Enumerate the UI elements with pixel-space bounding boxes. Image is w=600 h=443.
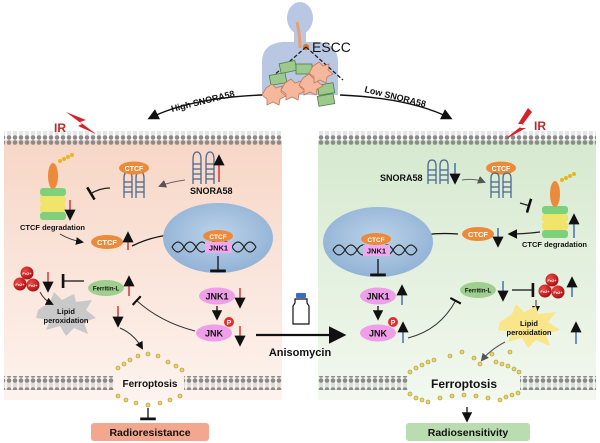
- zoom-line-right: [305, 46, 344, 81]
- lipid-right-label-2: peroxidation: [506, 328, 551, 337]
- pjnk-right: [360, 324, 396, 342]
- radioresistance-box: [91, 423, 209, 441]
- lipid-to-ferroptosis-arrow-left: [119, 327, 143, 350]
- ctcf-nuclear-left: [203, 230, 233, 242]
- ctcf-nuclear-right-label: CTCF: [367, 237, 384, 244]
- right-bottom-membrane-a: [318, 376, 408, 390]
- ctcf-degradation-right-label: CTCF degradation: [522, 240, 587, 249]
- fe-ions-left-icon: [13, 266, 40, 292]
- ctcf-bound-right: [486, 161, 516, 175]
- fe-left-label-1: Fe2+: [22, 271, 32, 276]
- snora58-hairpin-right-icon: [427, 159, 449, 184]
- lipid-peroxidation-right-burst: [498, 304, 560, 348]
- ferritin-l-left-label: Ferritin-L: [93, 287, 120, 293]
- phospho-right-label: P: [391, 320, 396, 327]
- snora58-right-label: SNORA58: [380, 173, 423, 183]
- left-bottom-membrane-a: [4, 376, 114, 390]
- jnk1-gene-right-label: JNK1: [367, 247, 386, 256]
- ferroptosis-pore-right-icon: [407, 349, 522, 405]
- ctcf-bound-left-label: CTCF: [125, 166, 144, 173]
- escc-label: ESCC: [312, 39, 351, 55]
- zoom-line-left: [271, 46, 307, 78]
- ctcf-free-right-label: CTCF: [468, 230, 488, 239]
- degradation-to-ctcf-arrow-left: [59, 233, 84, 245]
- ctcf-bound-right-label: CTCF: [492, 166, 511, 173]
- fe-right-label-2: Fe2+: [540, 289, 550, 294]
- ctcf-nuclear-right: [361, 233, 391, 245]
- ctcf-free-right: [462, 227, 494, 241]
- fe-right-label-3: Fe2+: [553, 290, 563, 295]
- lipid-left-label-1: Lipid: [57, 307, 75, 316]
- snora58-left-label: SNORA58: [190, 186, 233, 196]
- ir-right-label: IR: [534, 119, 546, 133]
- ir-bolt-left-icon: [66, 112, 96, 134]
- jnk1-left: [199, 287, 235, 305]
- inhibit-degradation-left: [86, 186, 111, 201]
- jnk1-left-label: JNK1: [205, 292, 228, 302]
- low-snora58-arrow: [339, 94, 453, 120]
- radioresistance-label: Radioresistance: [109, 427, 190, 439]
- ctcf-hairpin-right-icon: [490, 172, 512, 198]
- radiosensitivity-box: [406, 423, 530, 441]
- pjnk-inhibits-ferritin-left: [131, 295, 196, 332]
- ctcf-free-left: [91, 235, 123, 249]
- pjnk-left-label: JNK: [205, 329, 224, 339]
- fe-ions-right-icon: [538, 273, 565, 299]
- anisomycin-bottle-icon: [292, 293, 310, 325]
- proteasome-right-icon: [542, 172, 576, 238]
- ferroptosis-left-label: Ferroptosis: [122, 379, 177, 390]
- high-snora58-label: High SNORA58: [170, 89, 236, 114]
- ctcf-free-left-label: CTCF: [97, 238, 117, 247]
- fe-left-label-2: Fe2+: [15, 282, 25, 287]
- jnk1-right: [360, 287, 396, 305]
- lipid-to-ferroptosis-arrow-right: [480, 341, 506, 362]
- ir-bolt-right-icon: [504, 108, 532, 140]
- degradation-to-ctcf-arrow-right: [507, 229, 541, 239]
- phospho-left-icon: [224, 317, 234, 327]
- fe-right-label-1: Fe2+: [547, 278, 557, 283]
- ctcf-bound-left: [119, 161, 149, 175]
- phospho-left-label: P: [227, 320, 232, 327]
- left-bottom-membrane-b: [184, 376, 282, 390]
- ctcf-degradation-left-label: CTCF degradation: [20, 223, 85, 232]
- pjnk-left: [196, 324, 232, 342]
- left-top-membrane: [4, 131, 282, 145]
- pjnk-right-label: JNK: [369, 329, 388, 339]
- ir-left-label: IR: [54, 121, 66, 135]
- inhibit-degradation-right: [519, 198, 533, 213]
- low-snora58-label: Low SNORA58: [364, 84, 428, 109]
- jnk1-gene-left: [205, 242, 232, 253]
- fe-to-lipid-arrow-left: [39, 291, 54, 305]
- jnk1-gene-right: [363, 245, 390, 256]
- snora58-to-ctcf-arrow-left: [158, 179, 186, 188]
- lipid-left-label-2: peroxidation: [43, 316, 88, 325]
- jnk1-gene-left-label: JNK1: [209, 244, 228, 253]
- ferritin-l-left: [88, 280, 124, 296]
- lipid-right-label-1: Lipid: [520, 319, 538, 328]
- ctcf-nuclear-left-label: CTCF: [209, 234, 226, 241]
- ferroptosis-right-label: Ferroptosis: [431, 377, 497, 391]
- fe-left-label-3: Fe2+: [28, 283, 38, 288]
- right-top-membrane: [318, 131, 596, 145]
- phospho-right-icon: [388, 317, 398, 327]
- jnk1-right-label: JNK1: [366, 292, 389, 302]
- ferroptosis-pore-left-icon: [115, 351, 185, 408]
- left-cell-cytoplasm: [4, 140, 282, 400]
- anisomycin-label: Anisomycin: [269, 347, 332, 359]
- ferritin-l-right-label: Ferritin-L: [465, 289, 492, 295]
- high-snora58-arrow: [147, 94, 263, 120]
- proteasome-left-icon: [40, 153, 74, 220]
- right-bottom-membrane-b: [520, 376, 596, 390]
- ferritin-l-right: [460, 282, 496, 298]
- pjnk-inhibits-ferritin-right: [407, 296, 462, 339]
- tumor-cells-icon: [261, 59, 336, 107]
- radiosensitivity-label: Radiosensitivity: [428, 427, 509, 439]
- snora58-to-ctcf-arrow-right: [461, 176, 486, 184]
